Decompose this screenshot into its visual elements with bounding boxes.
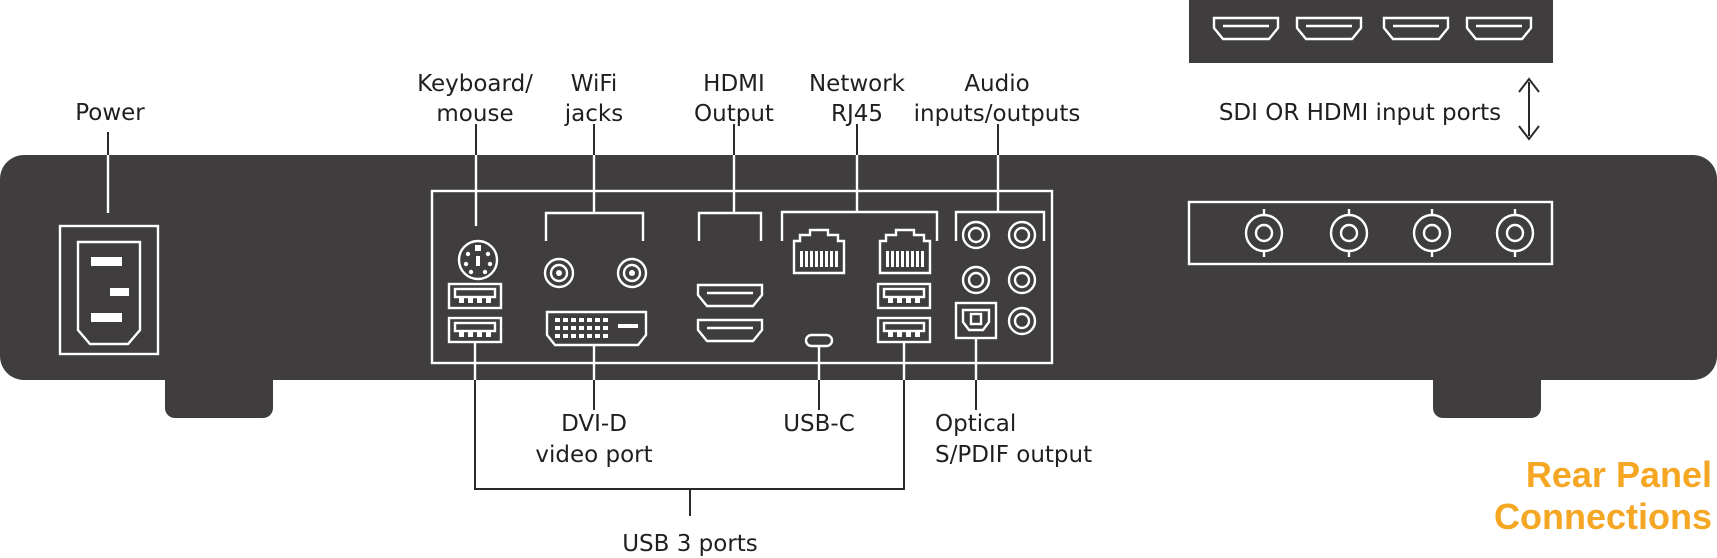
- diagram-title: Rear Panel Connections: [1494, 454, 1712, 537]
- audio-jack-icon: [1007, 265, 1037, 295]
- leader-lines-bottom-outside: [474, 380, 977, 516]
- hdmi-input-port-icon: [1295, 16, 1363, 41]
- rj45-port-icon: [792, 228, 846, 275]
- usb3-port-icon: [876, 282, 932, 310]
- label-network-line1: Network: [809, 71, 906, 97]
- right-foot: [1433, 370, 1541, 418]
- label-audio: Audio inputs/outputs: [914, 71, 1081, 127]
- audio-jack-icon: [1007, 220, 1037, 250]
- audio-jack-icon: [1007, 306, 1037, 336]
- label-wifi-line2: jacks: [564, 101, 623, 127]
- wifi-jack-icon: [543, 257, 575, 289]
- leader-lines-top-outside: [107, 124, 999, 155]
- io-panel-outline: [430, 189, 1054, 365]
- usb3-port-icon: [447, 316, 503, 344]
- title-line2: Connections: [1494, 496, 1712, 537]
- label-keyboard-mouse: Keyboard/ mouse: [417, 71, 533, 127]
- label-dvi-line2: video port: [535, 442, 652, 468]
- leader-lines-bottom-inside: [473, 338, 978, 380]
- label-optical-line1: Optical: [935, 411, 1016, 437]
- label-keyboard-line1: Keyboard/: [417, 71, 533, 97]
- label-usbc: USB-C: [783, 411, 855, 437]
- hdmi-output-bracket: [697, 211, 763, 241]
- label-hdmi-output-line2: Output: [694, 101, 774, 127]
- label-optical-line2: S/PDIF output: [935, 442, 1092, 468]
- label-usb3: USB 3 ports: [622, 531, 758, 557]
- label-power: Power: [75, 100, 145, 126]
- label-hdmi-output: HDMI Output: [694, 71, 774, 127]
- label-hdmi-output-line1: HDMI: [703, 71, 765, 97]
- hdmi-input-port-icon: [1465, 16, 1533, 41]
- rj45-port-icon: [878, 228, 932, 275]
- hdmi-input-panel: [1189, 0, 1553, 63]
- chassis: [0, 155, 1717, 380]
- label-keyboard-line2: mouse: [436, 101, 513, 127]
- audio-bracket: [954, 210, 1046, 241]
- bnc-port-icon: [1495, 209, 1535, 257]
- label-sdi-hdmi-inputs: SDI OR HDMI input ports: [1219, 100, 1501, 126]
- usb3-port-icon: [447, 282, 503, 310]
- label-optical: Optical S/PDIF output: [935, 411, 1092, 468]
- double-arrow-icon: [1518, 77, 1540, 141]
- label-dvi-line1: DVI-D: [561, 411, 627, 437]
- label-dvi: DVI-D video port: [535, 411, 652, 468]
- label-network: Network RJ45: [809, 71, 906, 127]
- power-inlet: [58, 224, 160, 356]
- left-foot: [165, 370, 273, 418]
- label-audio-line1: Audio: [964, 71, 1029, 97]
- hdmi-input-port-icon: [1382, 16, 1450, 41]
- hdmi-output-port-icon: [696, 318, 764, 343]
- network-bracket: [780, 210, 939, 241]
- label-wifi-line1: WiFi: [571, 71, 618, 97]
- audio-jack-icon: [961, 265, 991, 295]
- hdmi-input-port-icon: [1212, 16, 1280, 41]
- title-line1: Rear Panel: [1526, 454, 1712, 495]
- bnc-port-icon: [1329, 209, 1369, 257]
- label-audio-line2: inputs/outputs: [914, 101, 1081, 127]
- bnc-port-icon: [1244, 209, 1284, 257]
- hdmi-output-port-icon: [696, 283, 764, 308]
- hdmi-input-ports: [1212, 16, 1533, 41]
- label-network-line2: RJ45: [831, 101, 883, 127]
- sdi-panel-outline: [1187, 200, 1554, 266]
- wifi-jack-icon: [616, 257, 648, 289]
- leader-lines-top-inside: [106, 155, 1000, 226]
- dvi-port-icon: [545, 310, 648, 347]
- label-wifi: WiFi jacks: [564, 71, 623, 127]
- ps2-port-icon: [457, 239, 499, 281]
- audio-jack-icon: [961, 220, 991, 250]
- bnc-port-icon: [1412, 209, 1452, 257]
